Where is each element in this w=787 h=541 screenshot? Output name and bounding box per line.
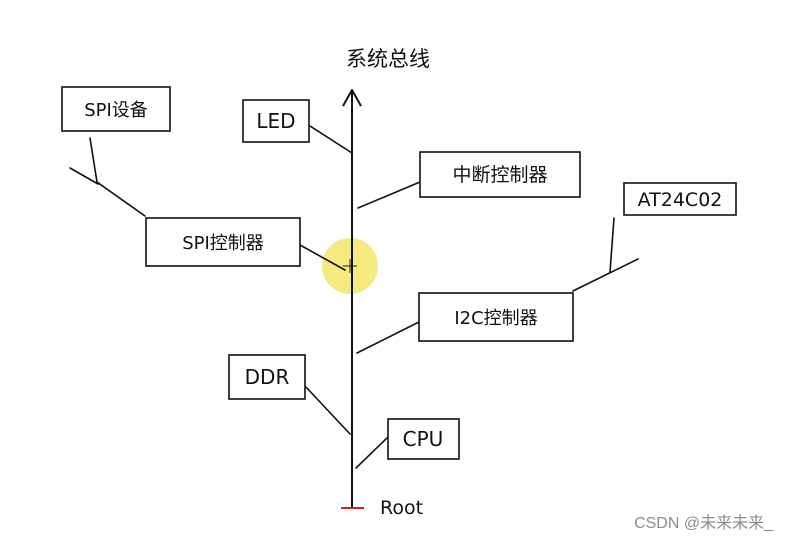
node-i2c-controller: I2C控制器	[418, 292, 574, 342]
node-cpu: CPU	[387, 418, 460, 460]
bus-title: 系统总线	[346, 47, 430, 71]
system-bus-axis	[342, 89, 362, 508]
node-interrupt-controller-label: 中断控制器	[452, 164, 547, 186]
node-i2c-controller-label: I2C控制器	[454, 308, 537, 329]
node-at24c02: AT24C02	[623, 182, 737, 216]
node-spi-device-label: SPI设备	[84, 100, 148, 121]
node-led: LED	[242, 99, 310, 143]
cursor-crosshair-icon	[343, 259, 357, 273]
watermark: CSDN @未来未来_	[634, 515, 773, 532]
node-led-label: LED	[256, 109, 295, 133]
connector-lines	[69, 125, 639, 469]
node-spi-controller: SPI控制器	[145, 217, 301, 267]
node-at24c02-label: AT24C02	[638, 189, 723, 211]
node-ddr: DDR	[228, 354, 306, 400]
node-spi-controller-label: SPI控制器	[182, 233, 264, 254]
node-cpu-label: CPU	[403, 427, 444, 451]
node-spi-device: SPI设备	[61, 86, 171, 132]
node-interrupt-controller: 中断控制器	[419, 151, 581, 198]
root-label: Root	[380, 497, 423, 519]
node-ddr-label: DDR	[245, 365, 290, 389]
